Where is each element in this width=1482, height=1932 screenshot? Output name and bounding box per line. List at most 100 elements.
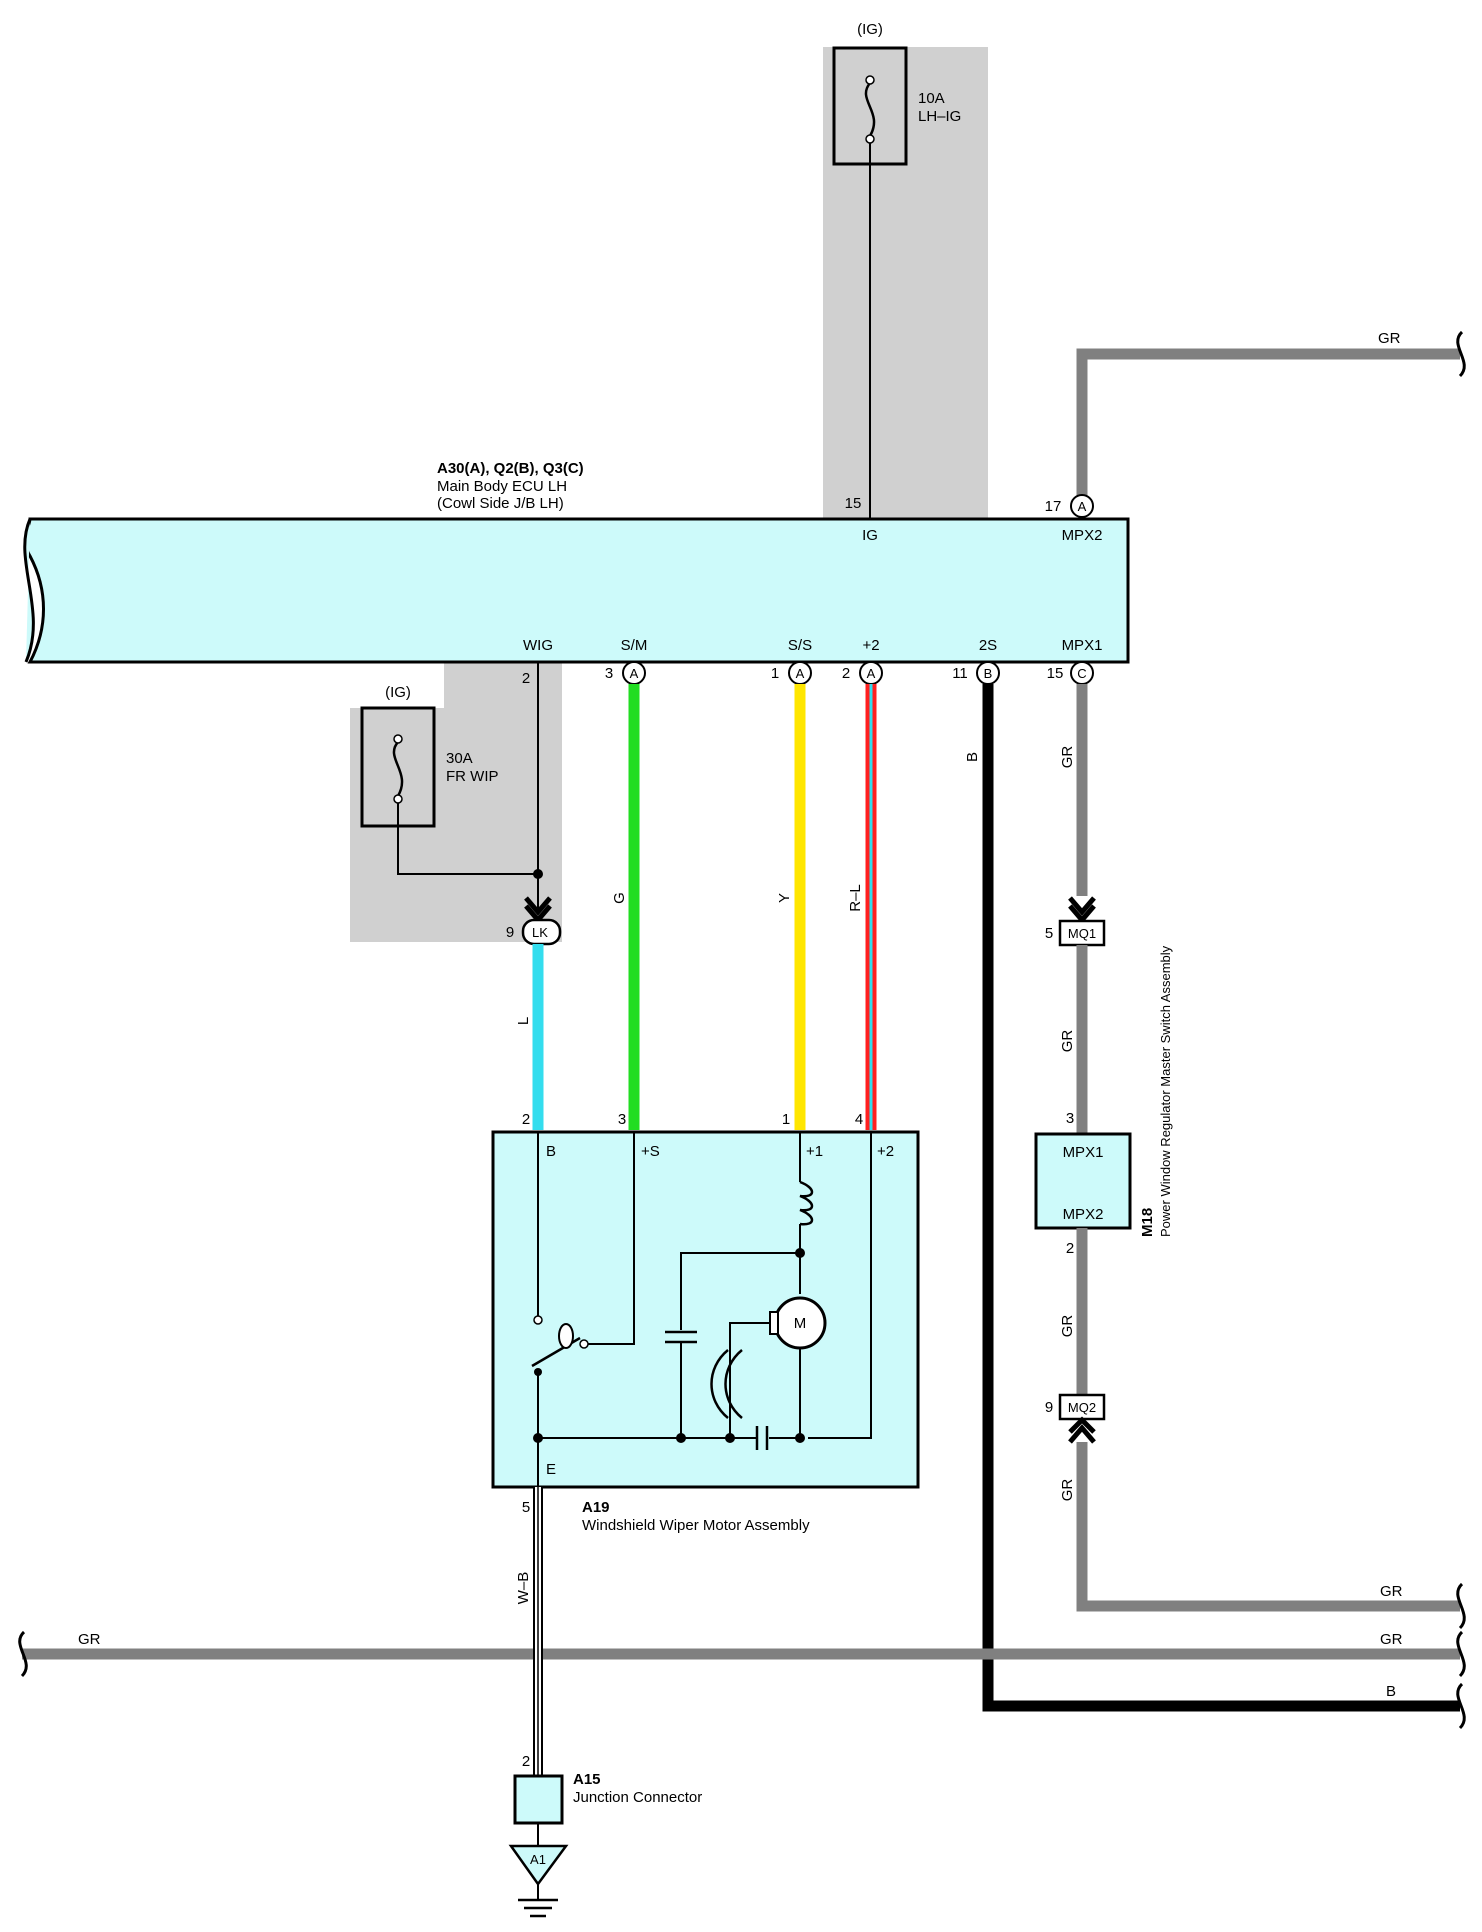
lk-connector-pin: 9	[506, 924, 514, 941]
wire-label-b-right: B	[1386, 1683, 1396, 1700]
wire-break-gr-left	[18, 1630, 28, 1678]
wire-label-gr-mpx1: GR	[1059, 746, 1076, 769]
fuse-lh-ig-term-top	[865, 75, 875, 85]
ecu-location: (Cowl Side J/B LH)	[437, 495, 564, 512]
wire-label-l: L	[515, 1017, 532, 1025]
fuse-lh-ig-rating: 10A	[918, 90, 945, 107]
mq1-connector-arrow	[1068, 896, 1096, 924]
wire-label-g: G	[611, 892, 628, 904]
fuse-lh-ig-term-bot	[865, 134, 875, 144]
mq1-connector-id: MQ1	[1068, 926, 1096, 941]
node-bus-var	[725, 1433, 735, 1443]
motor-m-label: M	[794, 1315, 807, 1332]
ecu-pin-num-ig: 15	[845, 495, 862, 512]
switch-label-bottom: MPX2	[1063, 1206, 1104, 1223]
ecu-pin-label-ig: IG	[862, 527, 878, 544]
ecu-conn-ss: A	[796, 666, 805, 681]
ecu-pin-label-wig: WIG	[523, 637, 553, 654]
junction-pin: 2	[522, 1753, 530, 1770]
motor-pin-num-1: 1	[782, 1111, 790, 1128]
ecu-conn-mpx2: A	[1078, 499, 1087, 514]
ecu-conn-mpx1: C	[1077, 666, 1086, 681]
wire-label-gr-mpx-mq2: GR	[1059, 1315, 1076, 1338]
ecu-conn-p2: A	[867, 666, 876, 681]
motor-coil	[799, 1180, 814, 1226]
motor-pin-num-b: 2	[522, 1111, 530, 1128]
wire-label-rl: R–L	[847, 884, 864, 912]
motor-pin-label-1: +1	[806, 1143, 823, 1160]
wire-label-gr-right2: GR	[1380, 1631, 1403, 1648]
wire-break-b	[1456, 1682, 1466, 1730]
ecu-pin-label-p2: +2	[862, 637, 879, 654]
motor-wire-cap-top	[680, 1252, 800, 1330]
wire-break-gr-top	[1456, 330, 1466, 378]
wire-label-gr-top: GR	[1378, 330, 1401, 347]
ecu-pin-num-p2: 2	[842, 665, 850, 682]
mq1-connector-pin: 5	[1045, 925, 1053, 942]
motor-wire-2	[808, 1132, 872, 1439]
fuse-lh-ig-supply: (IG)	[857, 21, 883, 38]
fuse-lh-ig-name: LH–IG	[918, 108, 961, 125]
motor-wire-s	[587, 1132, 635, 1345]
mq2-connector-pin: 9	[1045, 1399, 1053, 1416]
ecu-pin-num-ss: 1	[771, 665, 779, 682]
ecu-pin-num-wig: 2	[522, 670, 530, 687]
ecu-pin-label-2s: 2S	[979, 637, 997, 654]
fuse-fr-wip-element	[392, 741, 404, 797]
ecu-code: A30(A), Q2(B), Q3(C)	[437, 460, 584, 477]
motor-varistor-a	[710, 1349, 729, 1419]
motor-pin-num-s: 3	[618, 1111, 626, 1128]
ecu-pin-label-ss: S/S	[788, 637, 812, 654]
motor-switch-contact-top	[533, 1315, 543, 1325]
wire-gr-mq2-bot	[1076, 1442, 1460, 1612]
fuse-fr-wip-rating: 30A	[446, 750, 473, 767]
motor-switch-contact-s	[579, 1339, 589, 1349]
node-wig-splice	[533, 869, 543, 879]
motor-e-label: E	[546, 1461, 556, 1478]
mq2-connector	[1058, 1393, 1106, 1421]
switch-pin-bottom: 2	[1066, 1240, 1074, 1257]
fuse-lh-ig-element	[864, 82, 876, 137]
ground-id: A1	[530, 1852, 546, 1867]
ecu-pin-label-mpx1: MPX1	[1062, 637, 1103, 654]
fuse-fr-wip-term-bot	[393, 794, 403, 804]
switch-code: M18	[1139, 1208, 1156, 1237]
wire-label-b-vert: B	[964, 752, 981, 762]
lk-connector-id: LK	[532, 925, 548, 940]
junction-box	[513, 1774, 564, 1825]
wire-b	[982, 684, 1460, 1712]
wire-label-gr-left: GR	[78, 1631, 101, 1648]
switch-label-top: MPX1	[1063, 1144, 1104, 1161]
switch-box	[1034, 1132, 1132, 1230]
ecu-pin-num-mpx1: 15	[1047, 665, 1064, 682]
motor-name: Windshield Wiper Motor Assembly	[582, 1517, 810, 1534]
motor-switch-cam	[558, 1323, 574, 1349]
ecu-pin-label-mpx2: MPX2	[1062, 527, 1103, 544]
shade-wig-upper	[444, 662, 562, 942]
motor-box	[491, 1130, 920, 1489]
wire-label-gr-mq1-mpx: GR	[1059, 1030, 1076, 1053]
wire-label-gr-right1: GR	[1380, 1583, 1403, 1600]
fuse-fr-wip-name: FR WIP	[446, 768, 499, 785]
ecu-pin-label-sm: S/M	[621, 637, 648, 654]
motor-brush-left	[769, 1311, 779, 1335]
node-bus-cap	[676, 1433, 686, 1443]
ecu-body	[24, 517, 1130, 664]
mq2-connector-id: MQ2	[1068, 1400, 1096, 1415]
wire-fr-wip-link	[397, 803, 538, 875]
ecu-pin-num-sm: 3	[605, 665, 613, 682]
wire-break-gr-right2	[1456, 1630, 1466, 1678]
motor-varistor-b	[724, 1349, 743, 1419]
junction-name: Junction Connector	[573, 1789, 702, 1806]
ecu-conn-sm: A	[630, 666, 639, 681]
wire-label-gr-mq2-bot: GR	[1059, 1479, 1076, 1502]
ecu-conn-badge-mpx2	[1070, 494, 1094, 518]
motor-pin-label-s: +S	[641, 1143, 660, 1160]
wire-label-y: Y	[776, 893, 793, 903]
mq2-connector-arrow	[1068, 1416, 1096, 1444]
motor-wire-brush	[729, 1322, 770, 1438]
ground-triangle	[508, 1844, 569, 1887]
fuse-fr-wip-term-top	[393, 734, 403, 744]
motor-pin-label-b: B	[546, 1143, 556, 1160]
